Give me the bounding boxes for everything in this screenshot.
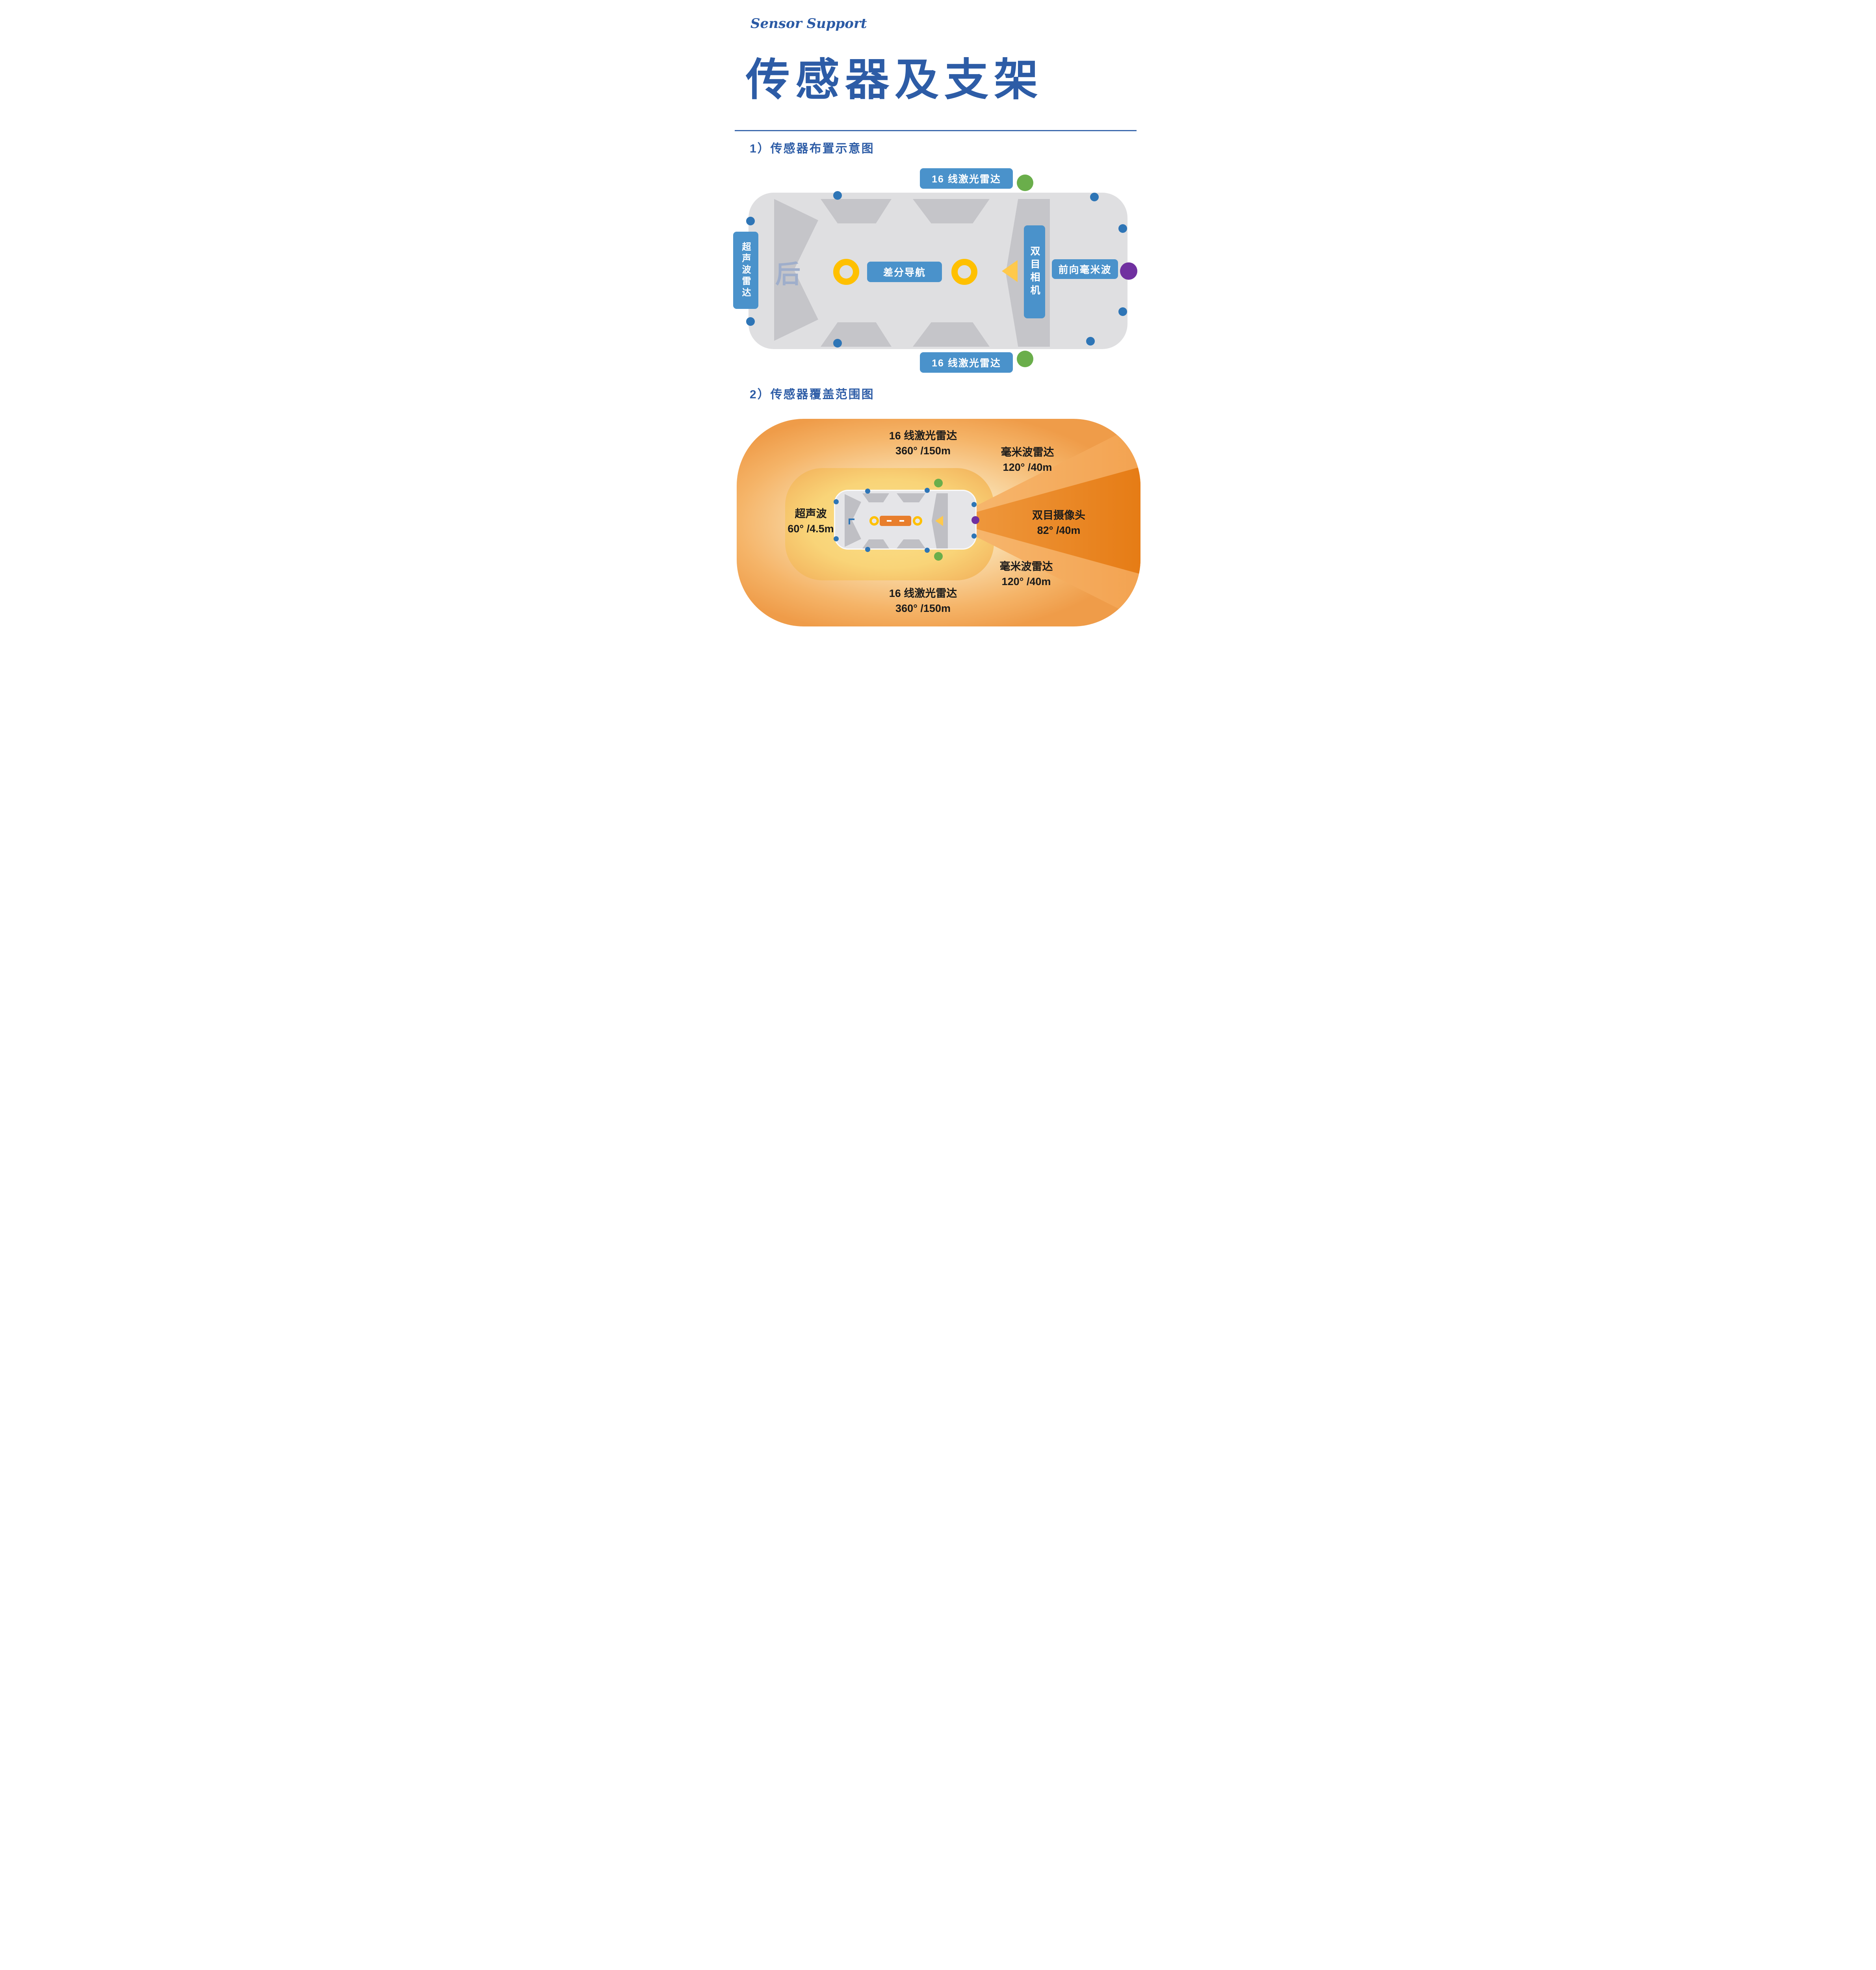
coverage-mmwave-lower-label: 毫米波雷达 120° /40m: [979, 559, 1074, 589]
ultrasonic-dot-icon: [746, 317, 755, 326]
lidar-coverage-area: 16 线激光雷达 360° /150m 毫米波雷达 120° /40m 双目摄像…: [737, 419, 1140, 626]
coverage-mmwave-upper-spec: 120° /40m: [1003, 461, 1052, 473]
coverage-lidar-top-name: 16 线激光雷达: [889, 430, 957, 442]
ultrasonic-dot-icon: [1118, 224, 1127, 233]
coverage-lidar-bottom-label: 16 线激光雷达 360° /150m: [862, 586, 984, 616]
section1-heading: 1）传感器布置示意图: [750, 142, 875, 155]
mini-gnss-ring-right: [913, 516, 922, 526]
mini-ultrasonic-dot-icon: [865, 547, 870, 552]
mini-ultrasonic-dot-icon: [971, 533, 977, 539]
mini-ultrasonic-dot-icon: [865, 489, 870, 494]
coverage-lidar-top-spec: 360° /150m: [895, 445, 951, 457]
coverage-mmwave-upper-label: 毫米波雷达 120° /40m: [980, 445, 1075, 475]
vehicle-mini: [834, 490, 977, 550]
ultrasonic-dot-icon: [1090, 193, 1099, 201]
brand-script: Sensor Support: [750, 16, 867, 32]
coverage-ultrasonic-label: 超声波 60° /4.5m: [767, 506, 854, 536]
ultrasonic-dot-icon: [746, 217, 755, 225]
rear-direction-label: 后: [775, 260, 801, 289]
mini-ultrasonic-dot-icon: [925, 548, 930, 553]
mini-roof-shape: [897, 539, 925, 548]
coverage-stereo-name: 双目摄像头: [1032, 509, 1085, 521]
ultrasonic-dot-icon: [833, 191, 842, 200]
mini-ultrasonic-dot-icon: [834, 499, 839, 504]
mini-roof-shape: [897, 493, 925, 502]
ultrasonic-radar-label: 超声波雷达: [733, 232, 758, 309]
coverage-mmwave-lower-spec: 120° /40m: [1001, 576, 1051, 587]
ultrasonic-dot-icon: [1086, 337, 1095, 346]
mini-lidar-dot-bottom-icon: [934, 552, 943, 561]
lidar-top-label: 16 线激光雷达: [920, 168, 1013, 189]
lidar-dot-bottom-icon: [1017, 351, 1033, 367]
stereo-camera-label: 双目相机: [1024, 225, 1045, 318]
mini-front-radar-dot-icon: [971, 516, 979, 524]
sensor-coverage-diagram: 16 线激光雷达 360° /150m 毫米波雷达 120° /40m 双目摄像…: [695, 0, 1181, 627]
mini-ultrasonic-dot-icon: [971, 502, 977, 507]
ultrasonic-dot-icon: [833, 339, 842, 348]
mini-roof-shape: [862, 493, 889, 502]
coverage-mmwave-upper-name: 毫米波雷达: [1001, 446, 1054, 458]
gnss-module-icon: [880, 516, 911, 526]
lidar-dot-top-icon: [1017, 175, 1033, 191]
page: Sensor Support 传感器及支架 1）传感器布置示意图 后 16 线激…: [695, 0, 1181, 627]
coverage-mmwave-lower-name: 毫米波雷达: [999, 561, 1053, 572]
section2-heading: 2）传感器覆盖范围图: [750, 388, 875, 401]
mini-gnss-ring-left: [869, 516, 879, 526]
coverage-ultrasonic-spec: 60° /4.5m: [788, 523, 834, 535]
vehicle-origin-marker-icon: [849, 519, 854, 524]
gnss-label: 差分导航: [867, 262, 942, 282]
coverage-stereo-spec: 82° /40m: [1037, 524, 1081, 536]
coverage-stereo-label: 双目摄像头 82° /40m: [1012, 508, 1105, 538]
mini-lidar-dot-top-icon: [934, 479, 943, 487]
page-title: 传感器及支架: [746, 54, 1044, 106]
sensor-layout-diagram: 后 16 线激光雷达 16 线激光雷达 超声波雷达 差分导航 双目相机 前向毫米…: [695, 0, 1181, 627]
mini-roof-shape: [862, 539, 889, 548]
coverage-ultrasonic-name: 超声波: [795, 508, 827, 520]
coverage-lidar-top-label: 16 线激光雷达 360° /150m: [862, 428, 984, 458]
front-radar-label: 前向毫米波: [1052, 259, 1118, 279]
divider-line: [735, 130, 1137, 131]
coverage-lidar-bottom-name: 16 线激光雷达: [889, 587, 957, 599]
lidar-bottom-label: 16 线激光雷达: [920, 352, 1013, 373]
ultrasonic-dot-icon: [1118, 307, 1127, 316]
mini-ultrasonic-dot-icon: [925, 488, 930, 493]
mini-ultrasonic-dot-icon: [834, 536, 839, 541]
front-radar-dot-icon: [1120, 262, 1137, 280]
coverage-lidar-bottom-spec: 360° /150m: [895, 602, 951, 614]
